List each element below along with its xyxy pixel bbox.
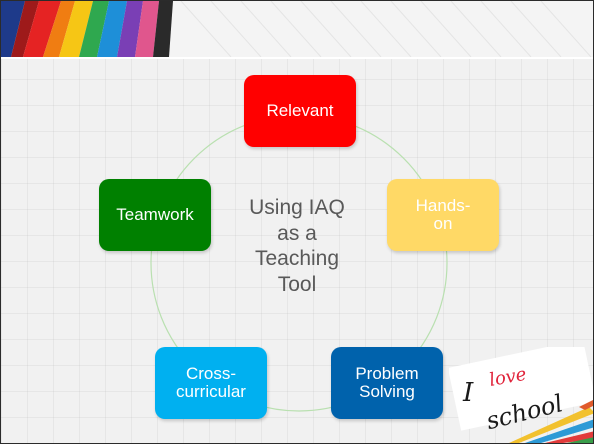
node-problem-solving-line1: Problem (355, 363, 419, 383)
node-teamwork: Teamwork (99, 179, 211, 251)
node-problem-solving-line2: Solving (359, 382, 415, 401)
node-hands-on-line1: Hands- (415, 195, 471, 215)
center-title: Using IAQ as a Teaching Tool (237, 195, 357, 297)
node-relevant: Relevant (244, 75, 356, 147)
node-relevant-line1: Relevant (266, 100, 334, 120)
center-title-line2: as a (277, 221, 317, 245)
node-teamwork-line1: Teamwork (116, 204, 194, 224)
center-title-line1: Using IAQ (249, 196, 345, 219)
center-title-line4: Tool (277, 272, 317, 296)
pencil-banner (1, 1, 593, 57)
node-cross-curricular: Cross- curricular (155, 347, 267, 419)
banner-divider (1, 57, 593, 59)
node-hands-on: Hands- on (387, 179, 499, 251)
node-cross-curricular-line2: curricular (176, 382, 246, 401)
node-hands-on-line2: on (433, 214, 453, 233)
handwriting-i: I (462, 378, 474, 408)
node-problem-solving: Problem Solving (331, 347, 443, 419)
node-cross-curricular-line1: Cross- (185, 363, 237, 383)
i-love-school-decoration: I love school (449, 347, 593, 443)
center-title-line3: Teaching (254, 247, 340, 271)
